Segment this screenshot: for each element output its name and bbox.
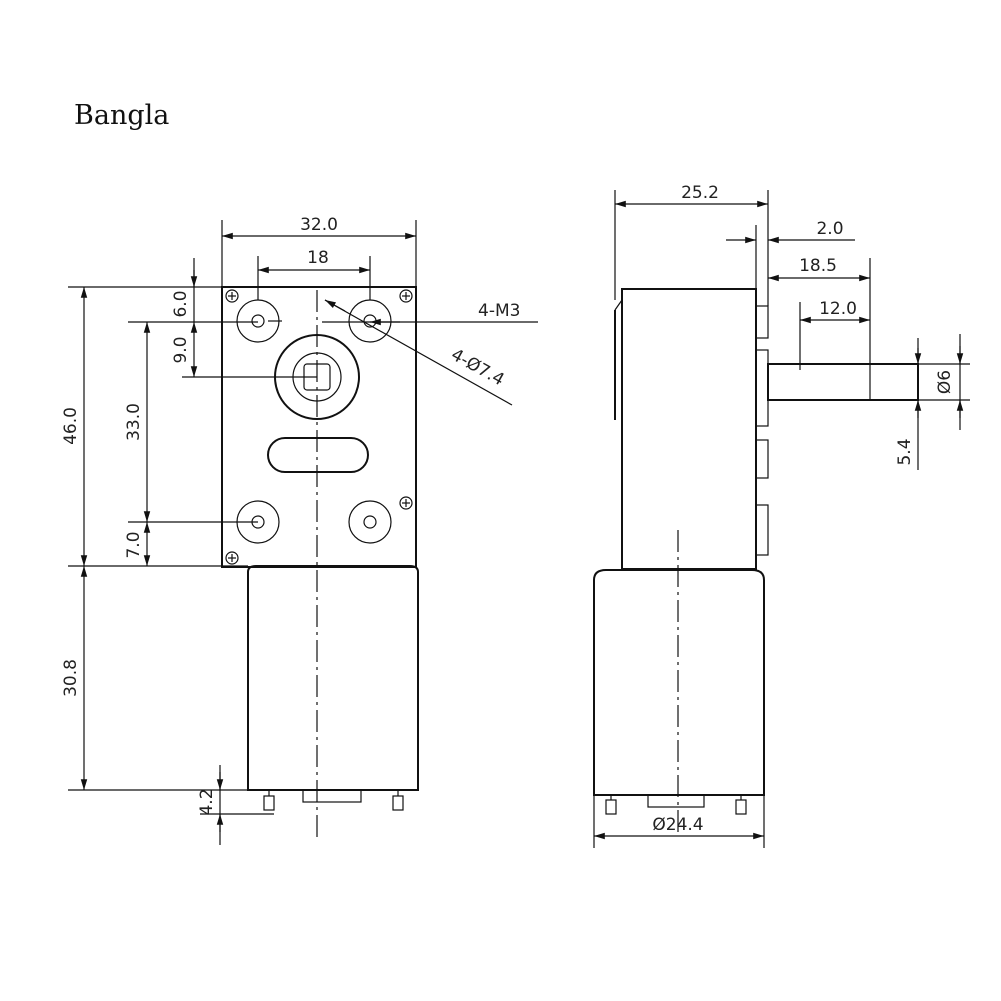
dim-terminal: 4.2 bbox=[197, 788, 217, 815]
mounting-hole-icon bbox=[348, 500, 392, 544]
front-view: 32.0 18 6.0 9.0 46.0 33.0 7.0 30.8 bbox=[61, 215, 538, 845]
dim-bottom-offset: 7.0 bbox=[124, 531, 144, 558]
gearbox-side bbox=[621, 288, 757, 570]
corner-screw-icon bbox=[225, 551, 239, 565]
motor-can-side bbox=[593, 569, 765, 796]
dim-height: 46.0 bbox=[61, 407, 81, 445]
thread-callout: 4-M3 bbox=[478, 301, 520, 321]
dim-depth: 25.2 bbox=[681, 183, 719, 203]
side-view: 25.2 2.0 18.5 12.0 Ø6 5.4 Ø24.4 bbox=[593, 183, 970, 848]
dim-shaft-offset: 9.0 bbox=[171, 336, 191, 363]
dim-flat: 5.4 bbox=[895, 438, 915, 465]
dim-shaft-flat: 12.0 bbox=[819, 299, 857, 319]
dim-top-offset: 6.0 bbox=[171, 290, 191, 317]
dim-shaft-total: 18.5 bbox=[799, 256, 837, 276]
output-shaft bbox=[767, 363, 919, 401]
dim-width: 32.0 bbox=[300, 215, 338, 235]
terminal bbox=[392, 795, 404, 811]
dim-hole-spacing: 18 bbox=[307, 248, 329, 268]
dim-motor-diameter: Ø24.4 bbox=[652, 815, 703, 835]
dim-hole-height: 33.0 bbox=[124, 403, 144, 441]
gearbox-body bbox=[221, 286, 417, 568]
dim-motor-length: 30.8 bbox=[61, 659, 81, 697]
counterbore-callout: 4-Ø7.4 bbox=[448, 345, 508, 390]
end-cap bbox=[302, 789, 362, 803]
dim-flange: 2.0 bbox=[816, 219, 843, 239]
dim-shaft-diameter: Ø6 bbox=[935, 370, 955, 394]
mounting-hole-icon bbox=[348, 299, 392, 343]
brand-label: Bangla bbox=[74, 100, 170, 131]
terminal bbox=[263, 795, 275, 811]
corner-screw-icon bbox=[399, 289, 413, 303]
corner-screw-icon bbox=[225, 289, 239, 303]
corner-screw-icon bbox=[399, 496, 413, 510]
slot bbox=[267, 437, 369, 473]
motor-can bbox=[247, 565, 419, 791]
